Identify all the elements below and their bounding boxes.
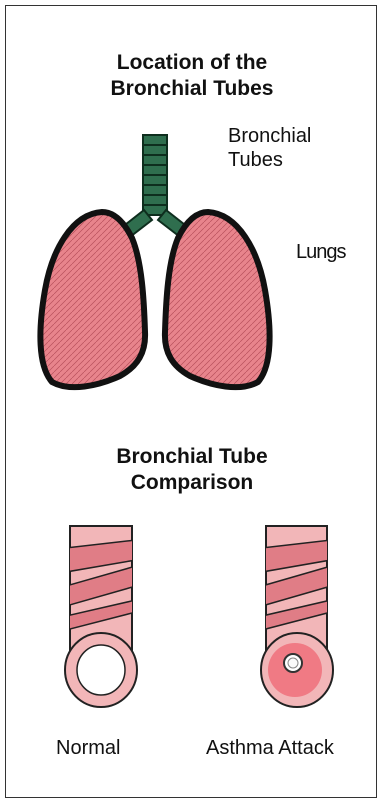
right-lung-icon [165,212,270,387]
trachea-icon [116,135,194,240]
left-lung-icon [40,212,145,387]
asthma-attack-label: Asthma Attack [206,736,334,760]
comparison-section-title: Bronchial Tube Comparison [0,444,384,496]
asthma-bronchial-tube-icon [261,526,333,707]
normal-bronchial-tube-icon [65,526,137,707]
normal-label: Normal [56,736,120,760]
comparison-title-line1: Bronchial Tube [0,444,384,470]
comparison-title-line2: Comparison [0,470,384,496]
